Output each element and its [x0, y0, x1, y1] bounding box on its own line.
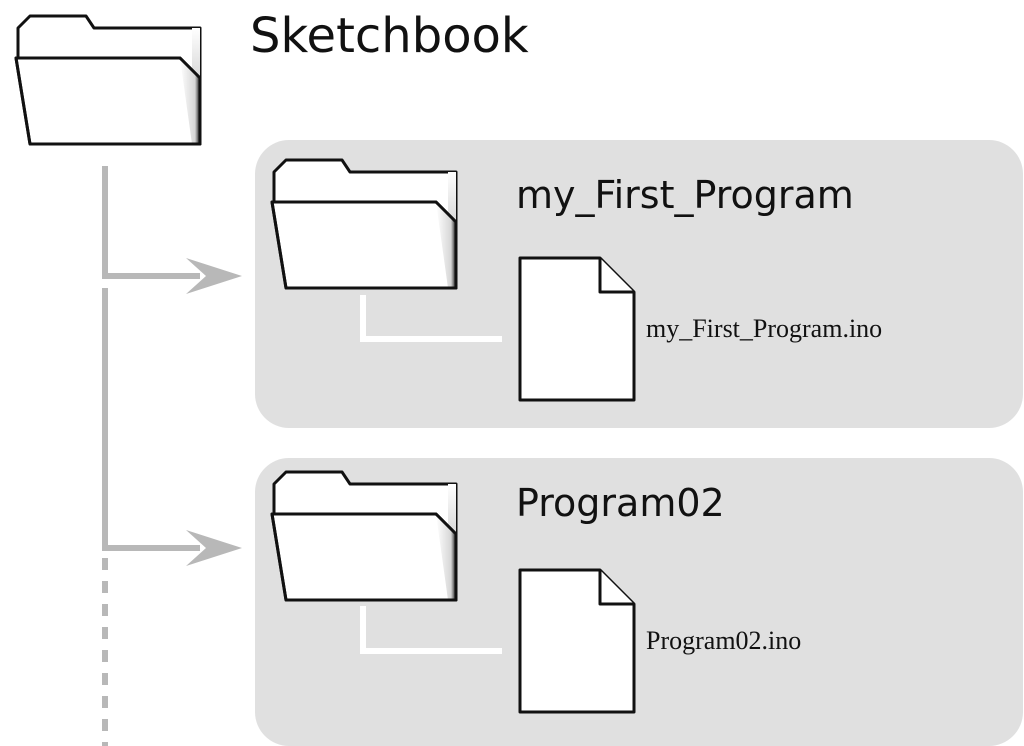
folder-icon [270, 158, 458, 290]
folder-icon [270, 470, 458, 602]
file-connector [360, 606, 502, 654]
document-icon [518, 568, 636, 714]
file-label: Program02.ino [646, 626, 802, 655]
folder-title: my_First_Program [516, 173, 854, 217]
file-label: my_First_Program.ino [646, 314, 883, 343]
arrow-right-icon [186, 530, 242, 566]
root-folder-title: Sketchbook [250, 8, 529, 64]
folder-icon [14, 14, 202, 146]
folder-title: Program02 [516, 481, 725, 525]
document-icon [518, 256, 636, 402]
file-connector [360, 295, 502, 342]
tree-connector [102, 166, 200, 746]
arrow-right-icon [186, 258, 242, 294]
